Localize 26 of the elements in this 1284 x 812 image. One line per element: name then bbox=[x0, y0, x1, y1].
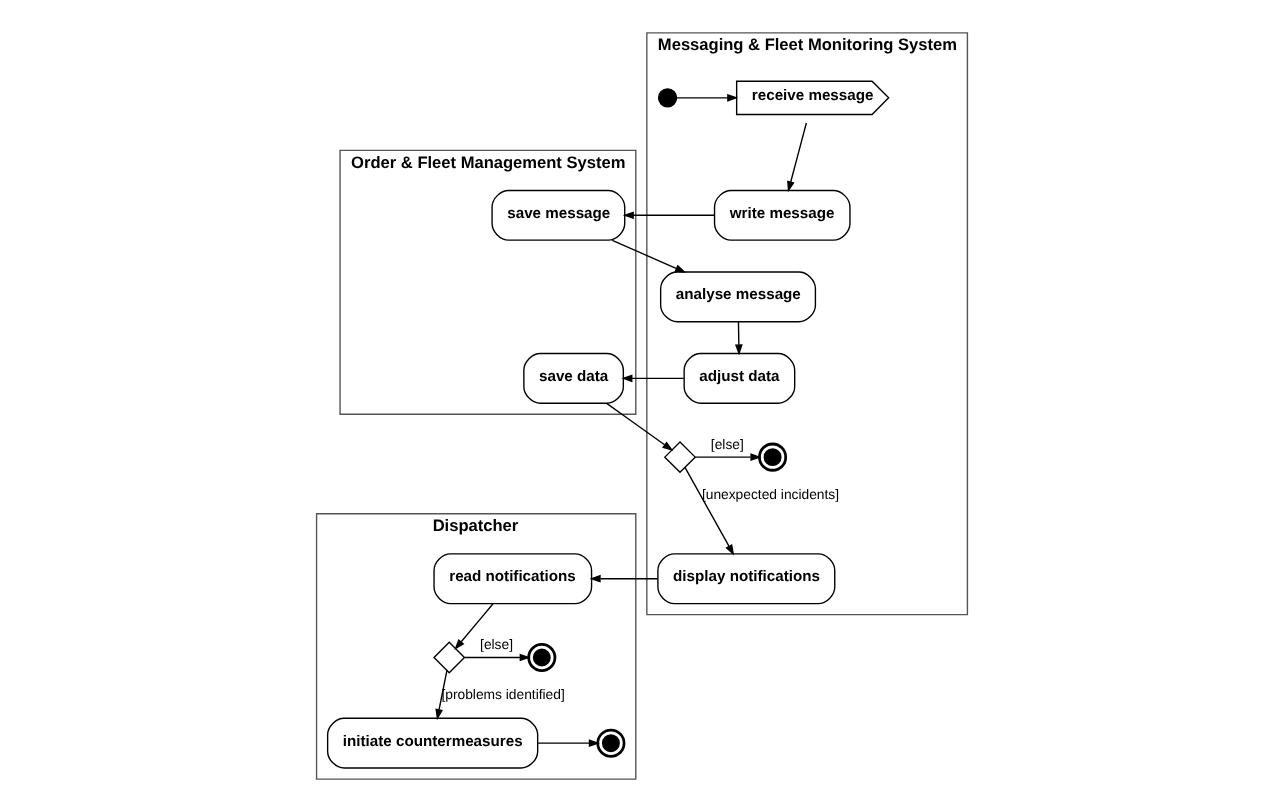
arrow bbox=[621, 374, 685, 383]
arrow bbox=[454, 603, 494, 651]
node-circle bbox=[527, 643, 557, 672]
node-box: initiate countermeasures bbox=[326, 717, 539, 769]
arrow bbox=[694, 453, 762, 461]
node-circle bbox=[657, 88, 678, 108]
node-box: save data bbox=[523, 352, 625, 404]
arrow bbox=[537, 739, 600, 748]
arrow bbox=[435, 669, 448, 721]
node-circle bbox=[596, 728, 626, 758]
node-box: write message bbox=[713, 189, 851, 241]
arrow bbox=[684, 466, 735, 556]
arrow bbox=[675, 93, 739, 102]
arrow bbox=[622, 211, 715, 220]
arrow bbox=[589, 574, 659, 583]
arrow bbox=[606, 402, 674, 451]
node-box: adjust data bbox=[683, 352, 796, 404]
node-circle bbox=[758, 442, 788, 472]
node-box: save message bbox=[491, 189, 626, 241]
arrow bbox=[734, 321, 743, 356]
arrow bbox=[787, 122, 808, 193]
arrow bbox=[463, 653, 531, 662]
node-box: read notifications bbox=[433, 553, 593, 605]
node-box: display notifications bbox=[657, 553, 836, 605]
arrow bbox=[611, 239, 687, 273]
node-box: analyse message bbox=[659, 271, 817, 323]
